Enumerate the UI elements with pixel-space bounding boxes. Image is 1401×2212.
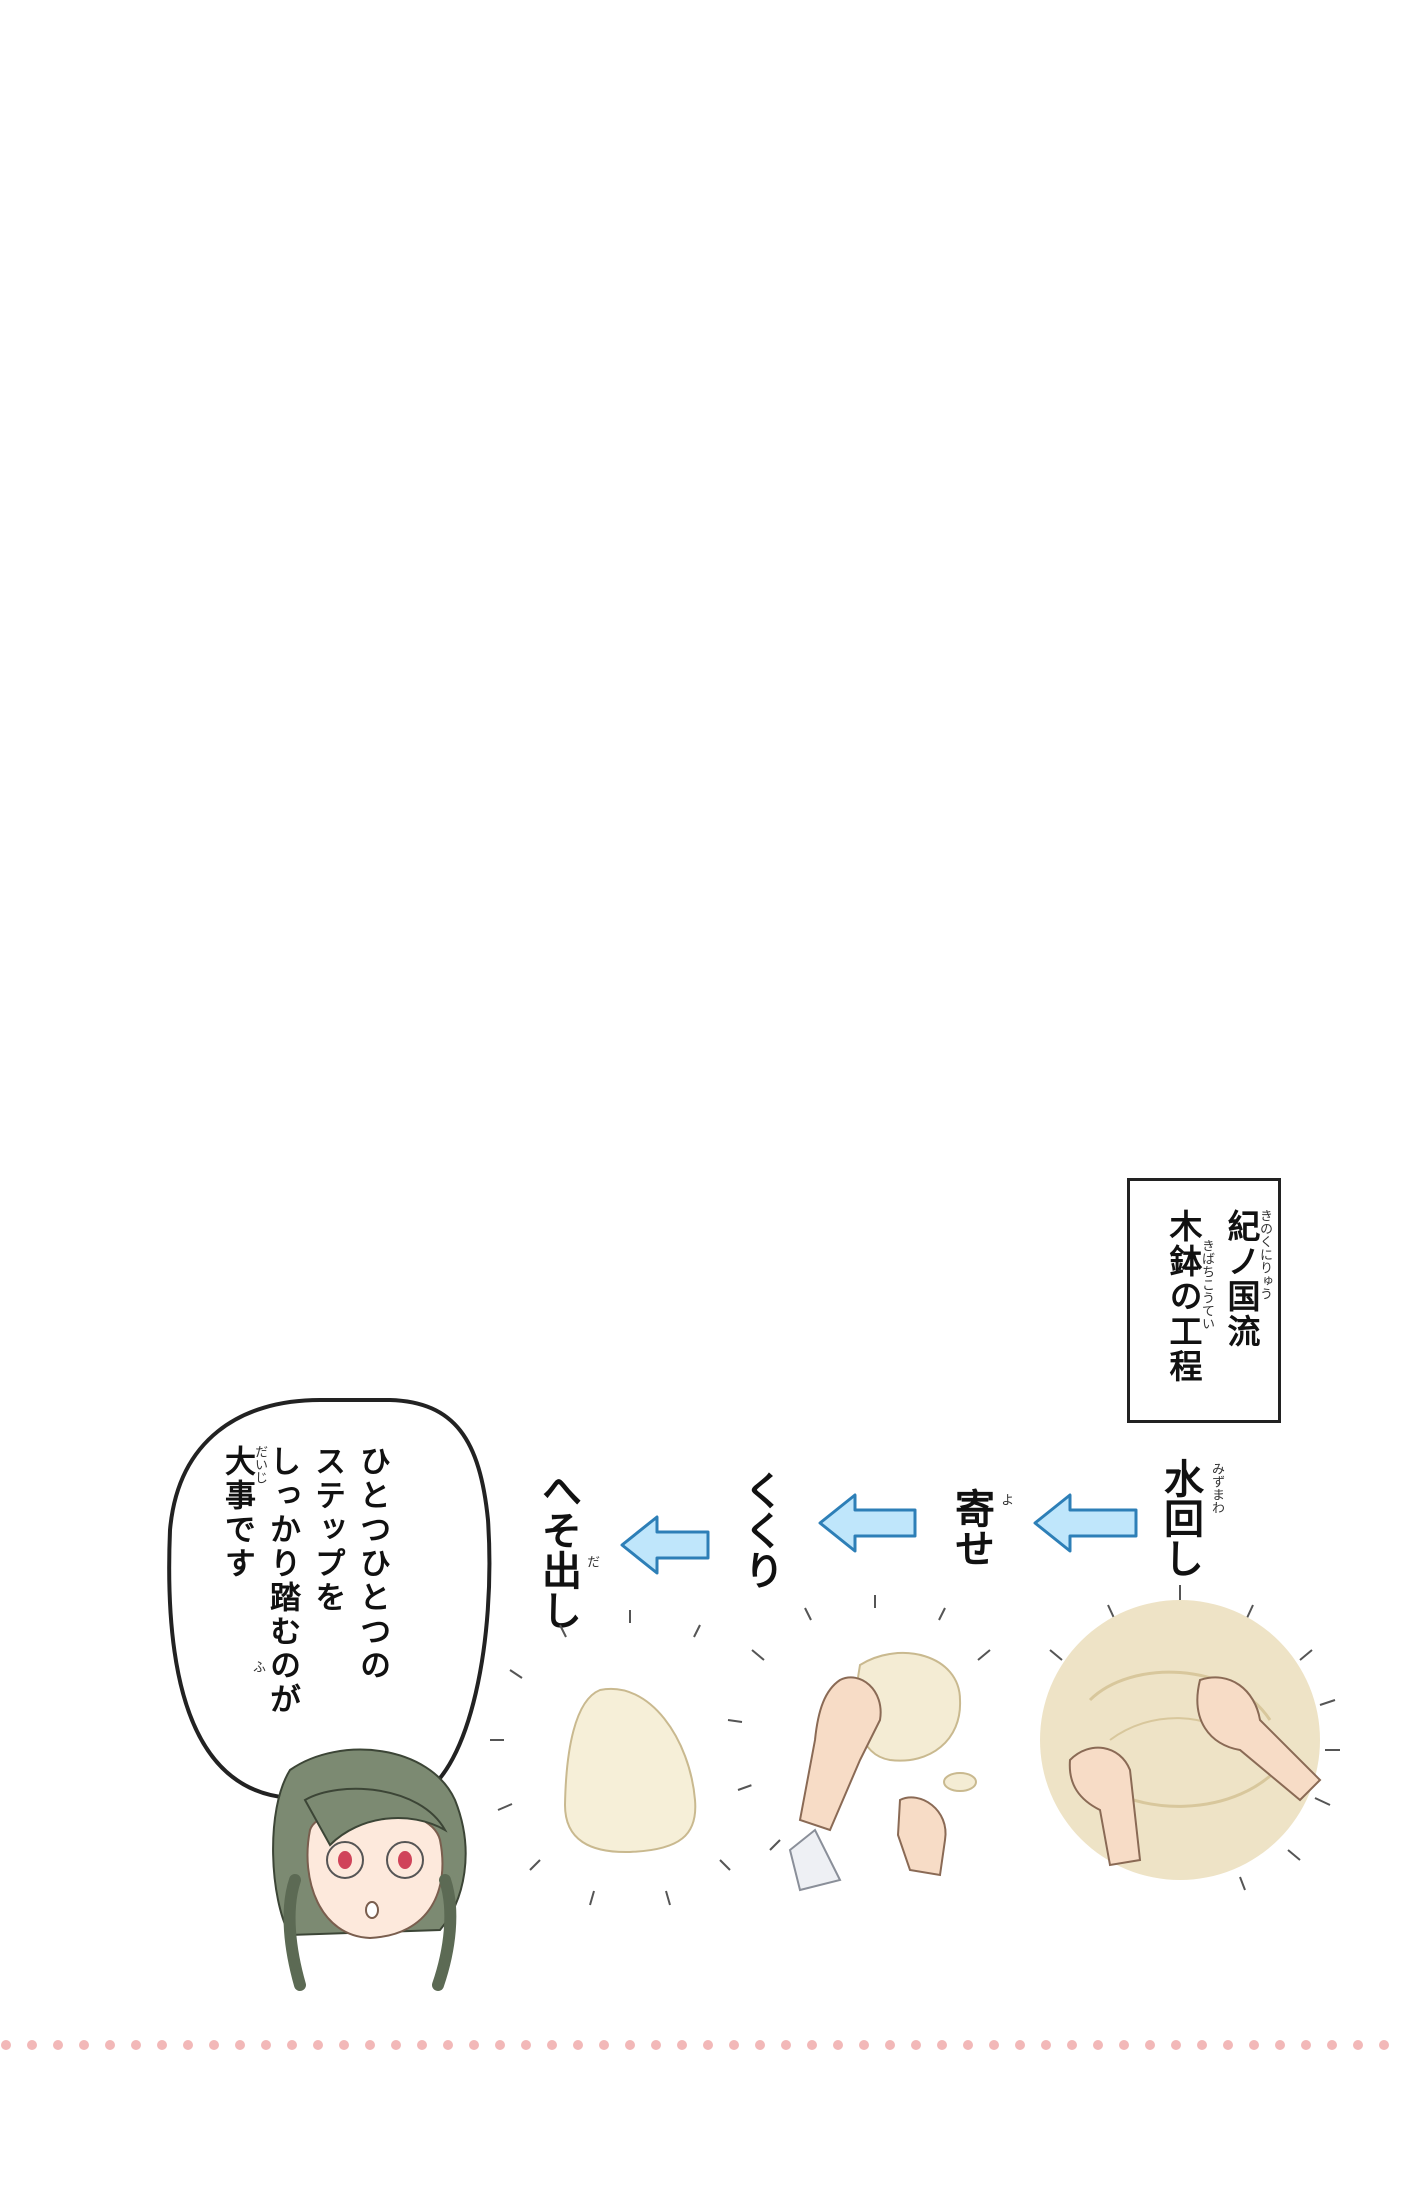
border-dot — [573, 2040, 583, 2050]
border-dot — [937, 2040, 947, 2050]
border-dot — [469, 2040, 479, 2050]
title-line2: 木鉢の工程 — [1164, 1209, 1203, 1384]
speech-ruby-fu: ふ — [250, 1660, 265, 1673]
border-dot — [131, 2040, 141, 2050]
border-dot — [1093, 2040, 1103, 2050]
border-dot — [417, 2040, 427, 2050]
border-dot — [1223, 2040, 1233, 2050]
border-dot — [1197, 2040, 1207, 2050]
speech-ruby-daiji: だいじ — [252, 1445, 267, 1484]
border-dot — [287, 2040, 297, 2050]
step-label-yose: 寄せ — [948, 1488, 994, 1568]
title-line1-ruby: きのくにりゅう — [1257, 1209, 1272, 1300]
arrow-left-icon — [818, 1493, 917, 1553]
title-line2-ruby: きばちこうてい — [1199, 1239, 1214, 1330]
title-line1: 紀ノ国流 — [1222, 1209, 1261, 1349]
border-dot — [183, 2040, 193, 2050]
hands-kneading-illustration — [745, 1615, 1005, 1892]
border-dot — [1301, 2040, 1311, 2050]
border-dot — [547, 2040, 557, 2050]
border-dot — [391, 2040, 401, 2050]
border-dot — [781, 2040, 791, 2050]
step-ruby-hesodashi: だ — [584, 1555, 599, 1568]
speech-line-1: ひとつひとつの — [354, 1445, 390, 1683]
border-dot — [1249, 2040, 1259, 2050]
border-dot — [963, 2040, 973, 2050]
border-dot — [729, 2040, 739, 2050]
step-ruby-yose: よ — [998, 1493, 1013, 1506]
border-dot — [339, 2040, 349, 2050]
border-dot — [495, 2040, 505, 2050]
title-box: 紀ノ国流 きのくにりゅう 木鉢の工程 きばちこうてい — [1127, 1178, 1281, 1423]
border-dot — [1119, 2040, 1129, 2050]
dough-ball-illustration — [563, 1687, 697, 1854]
border-dot — [1379, 2040, 1389, 2050]
step-label-mizumawashi: 水回し — [1157, 1458, 1203, 1578]
border-dot — [1145, 2040, 1155, 2050]
border-dot — [989, 2040, 999, 2050]
border-dot — [599, 2040, 609, 2050]
border-dot — [1171, 2040, 1181, 2050]
dotted-border — [1, 2040, 1389, 2050]
border-dot — [105, 2040, 115, 2050]
hands-kneading-illustration — [1040, 1600, 1322, 1880]
border-dot — [261, 2040, 271, 2050]
border-dot — [1353, 2040, 1363, 2050]
border-dot — [703, 2040, 713, 2050]
border-dot — [677, 2040, 687, 2050]
border-dot — [833, 2040, 843, 2050]
speech-line-2: ステップを — [309, 1445, 345, 1615]
border-dot — [807, 2040, 817, 2050]
border-dot — [521, 2040, 531, 2050]
arrow-left-icon — [620, 1515, 710, 1575]
border-dot — [79, 2040, 89, 2050]
border-dot — [1041, 2040, 1051, 2050]
border-dot — [365, 2040, 375, 2050]
border-dot — [1275, 2040, 1285, 2050]
border-dot — [53, 2040, 63, 2050]
border-dot — [235, 2040, 245, 2050]
border-dot — [443, 2040, 453, 2050]
border-dot — [911, 2040, 921, 2050]
border-dot — [885, 2040, 895, 2050]
border-dot — [625, 2040, 635, 2050]
border-dot — [209, 2040, 219, 2050]
border-dot — [1015, 2040, 1025, 2050]
burst-lines — [490, 1585, 1340, 1906]
border-dot — [157, 2040, 167, 2050]
step-label-hesodashi: へそ出し — [535, 1470, 581, 1630]
border-dot — [1, 2040, 11, 2050]
speech-line-3: しっかり踏むのが — [264, 1445, 300, 1717]
step-ruby-mizumawashi: みずまわ — [1209, 1462, 1224, 1514]
border-dot — [27, 2040, 37, 2050]
border-dot — [755, 2040, 765, 2050]
character-face-illustration — [272, 1748, 467, 1991]
border-dot — [1327, 2040, 1337, 2050]
border-dot — [859, 2040, 869, 2050]
arrow-left-icon — [1033, 1493, 1138, 1553]
border-dot — [313, 2040, 323, 2050]
border-dot — [1067, 2040, 1077, 2050]
border-dot — [651, 2040, 661, 2050]
speech-line-4: 大事です — [219, 1445, 255, 1581]
step-label-kukuri: くくり — [737, 1470, 783, 1590]
